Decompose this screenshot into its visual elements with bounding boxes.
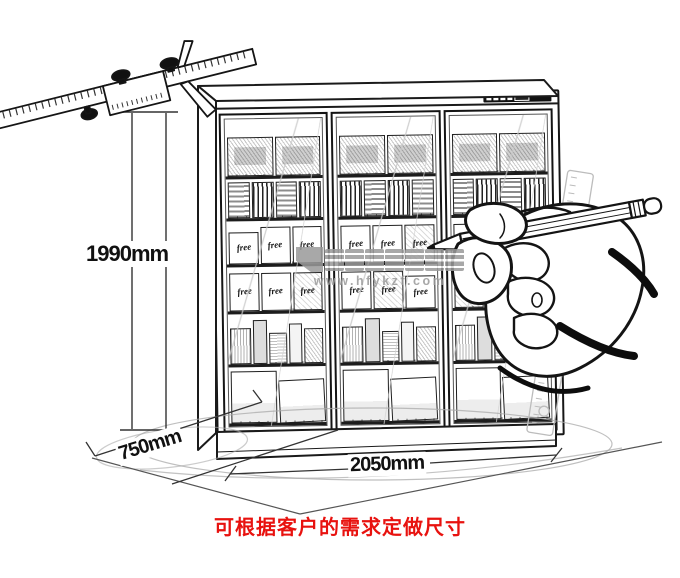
product-item (455, 367, 502, 420)
product-item (230, 371, 278, 424)
product-item: free (228, 231, 259, 265)
watermark-url: www.hfykzf.com (313, 274, 447, 288)
product-item (452, 178, 475, 215)
product-item (252, 320, 268, 364)
shelf-row (450, 173, 549, 218)
product-item: free (229, 273, 260, 312)
shelf-row (337, 175, 436, 220)
height-dimension-lines (120, 111, 178, 431)
product-item (227, 182, 251, 219)
height-dimension-label: 1990mm (84, 241, 171, 267)
product-item (342, 326, 364, 363)
product-free-label: free (412, 285, 428, 298)
product-item (494, 329, 513, 361)
product-item (386, 134, 434, 174)
product-free-label: free (524, 281, 541, 294)
product-item (454, 325, 476, 361)
product-item (339, 134, 386, 175)
product-item (299, 181, 322, 218)
shelf-row (227, 312, 326, 368)
shelf-row: free free free (450, 216, 549, 265)
product-item (304, 328, 324, 364)
shelf-row (453, 362, 552, 423)
product-item (476, 178, 499, 215)
product-item (390, 376, 438, 422)
product-free-label: free (492, 284, 509, 297)
shelf-row (225, 177, 324, 222)
product-item (401, 321, 415, 362)
product-item (277, 378, 326, 424)
watermark-logo (296, 247, 323, 272)
product-item: free (260, 226, 291, 265)
shelf-row (340, 363, 440, 425)
product-item (381, 331, 400, 362)
product-item (340, 180, 363, 217)
watermark-characters (325, 248, 464, 271)
product-free-label: free (236, 285, 253, 298)
product-item (342, 369, 390, 422)
product-item: free (517, 268, 548, 307)
product-item (274, 136, 321, 176)
product-item (523, 177, 547, 214)
product-item (269, 332, 288, 364)
shelf-row (228, 365, 327, 427)
product-item (502, 374, 551, 420)
product-free-label: free (492, 235, 508, 248)
product-item (416, 326, 437, 362)
shelf-row (224, 131, 323, 180)
product-item (411, 179, 434, 216)
product-item: free (484, 222, 516, 261)
depth-dimension-label: 750mm (114, 424, 186, 467)
watermark: www.hfykzf.com (296, 247, 464, 288)
product-item (275, 181, 298, 218)
product-item (363, 180, 387, 217)
product-free-label: free (523, 237, 540, 250)
product-item (229, 328, 252, 365)
shelf-row (337, 129, 436, 178)
product-item (226, 136, 274, 177)
product-item (451, 133, 498, 173)
product-item: free (485, 274, 516, 308)
caption: 可根据客户的需求定做尺寸 (214, 517, 466, 539)
product-item (513, 319, 528, 360)
product-item (387, 179, 411, 216)
product-item (528, 324, 549, 360)
product-item (364, 318, 381, 363)
shelf-row (449, 127, 548, 176)
product-item (477, 316, 493, 361)
product-item (288, 322, 303, 364)
product-free-label: free (235, 241, 252, 254)
width-dimension-label: 2050mm (347, 451, 427, 478)
product-free-label: free (460, 235, 476, 248)
product-item: free (260, 272, 292, 311)
product-item (499, 132, 546, 172)
temperature-control-panel (483, 93, 552, 103)
product-free-label: free (267, 238, 284, 251)
product-item (251, 181, 274, 218)
product-item: free (516, 227, 547, 261)
shelf-row (340, 311, 439, 366)
product-item (499, 177, 523, 215)
shelf-row (452, 309, 551, 364)
product-free-label: free (268, 285, 284, 298)
